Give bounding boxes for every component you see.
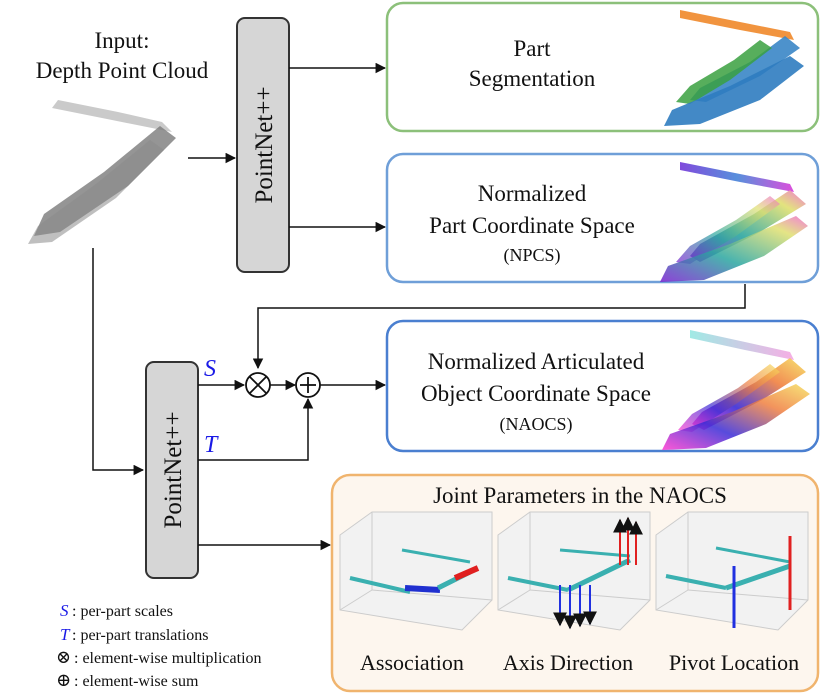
joint-params-title: Joint Parameters in the NAOCS [433,483,727,508]
legend-symbol-s: S [60,601,69,620]
npcs-point-cloud [660,162,808,282]
naocs-line2: Object Coordinate Space [421,381,651,406]
pivot-location-label: Pivot Location [669,650,799,675]
part-seg-point-cloud [664,10,804,126]
multiply-operator [245,372,271,398]
pointnet-bottom-label: PointNet++ [160,411,187,528]
translation-symbol-label: T [204,432,219,458]
arrow-npcs-to-multiply [252,284,746,370]
input-label-line2: Depth Point Cloud [36,58,209,83]
scale-symbol-label: S [204,356,216,382]
part-seg-line1: Part [513,36,551,61]
legend-text-t: : per-part translations [72,627,209,644]
part-seg-line2: Segmentation [469,66,596,91]
association-panel [339,511,493,631]
pointnet-top-block [236,17,290,273]
association-label: Association [360,650,464,675]
input-label-line1: Input: [95,28,150,53]
pivot-location-panel [655,511,809,631]
pointnet-top-label: PointNet++ [251,86,278,203]
legend-text-multiply: : element-wise multiplication [74,650,262,667]
axis-direction-panel [497,511,651,631]
legend-symbol-multiply: ⊗ [56,647,71,667]
naocs-line3: (NAOCS) [499,414,572,435]
naocs-point-cloud [662,330,810,450]
sum-operator [295,372,321,398]
arrow-t-to-sum [198,397,314,461]
legend-symbol-sum: ⊕ [56,670,71,690]
legend: S : per-part scales T : per-part transla… [56,601,262,690]
npcs-line3: (NPCS) [503,245,560,266]
axis-direction-label: Axis Direction [503,650,633,675]
legend-text-s: : per-part scales [72,603,173,620]
naocs-line1: Normalized Articulated [428,349,645,374]
legend-text-sum: : element-wise sum [74,673,199,690]
arrow-input-to-pointnet-bottom [92,248,145,476]
npcs-line2: Part Coordinate Space [429,213,635,238]
pointnet-bottom-block [145,361,199,579]
legend-symbol-t: T [60,625,71,644]
npcs-line1: Normalized [478,181,587,206]
input-point-cloud [28,100,176,244]
